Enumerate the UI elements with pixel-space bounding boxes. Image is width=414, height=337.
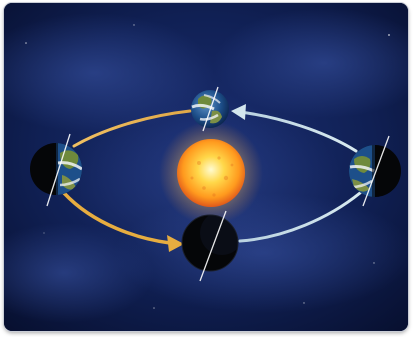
arrow-right-to-top	[231, 104, 246, 120]
stars	[25, 24, 390, 309]
sun-icon	[159, 121, 263, 225]
orbit-path	[62, 109, 362, 245]
arrow-left-to-bottom	[167, 235, 184, 252]
earth-icon	[349, 135, 401, 207]
earth-orbit-diagram	[4, 3, 408, 331]
diagram-frame	[4, 3, 408, 331]
earth-icon	[30, 133, 82, 207]
earth-icon	[191, 86, 229, 132]
